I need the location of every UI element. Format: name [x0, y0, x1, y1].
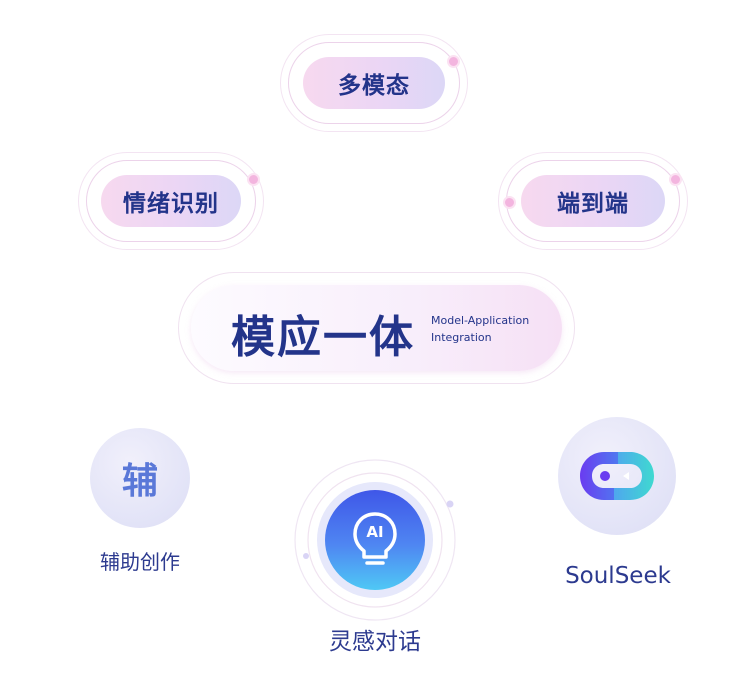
center-subtitle: Model-Application Integration: [431, 312, 529, 346]
ai-ring-dot-right: [446, 500, 454, 508]
ai-ring-dot-left: [303, 553, 309, 559]
top-pill-label: 多模态: [303, 57, 445, 109]
left-pill-dot: [247, 173, 260, 186]
ai-glyph: AI: [366, 523, 384, 541]
center-title: 模应一体: [231, 312, 415, 363]
fu-character-icon: 辅: [90, 428, 190, 528]
feature-label-inspiration: 灵感对话: [329, 629, 421, 655]
right-pill: 端到端: [503, 160, 682, 242]
soulseek-icon-circle: [558, 417, 676, 535]
top-pill-dot: [447, 55, 460, 68]
left-pill: 情绪识别: [86, 160, 260, 242]
soulseek-logo-icon: [580, 452, 654, 500]
fu-icon-circle: [90, 428, 190, 528]
right-pill-dot: [503, 196, 516, 209]
ai-lightbulb-button: AI: [317, 482, 433, 598]
right-pill-dot-2: [669, 173, 682, 186]
ai-lightbulb-icon: [353, 512, 397, 565]
feature-label-assist: 辅助创作: [100, 550, 180, 574]
fu-character-glyph: 辅: [121, 461, 158, 502]
ai-lightbulb-inner: AI: [325, 490, 425, 590]
left-pill-label: 情绪识别: [101, 175, 241, 227]
center-banner: 模应一体 Model-Application Integration: [178, 272, 575, 384]
center-subtitle-line1: Model-Application: [431, 314, 530, 327]
ai-rings: [294, 459, 456, 621]
center-subtitle-line2: Integration: [431, 331, 492, 344]
right-pill-label: 端到端: [521, 175, 665, 227]
center-banner-inner: 模应一体 Model-Application Integration: [191, 285, 562, 371]
feature-label-soulseek: SoulSeek: [565, 563, 671, 589]
top-pill: 多模态: [288, 42, 460, 124]
